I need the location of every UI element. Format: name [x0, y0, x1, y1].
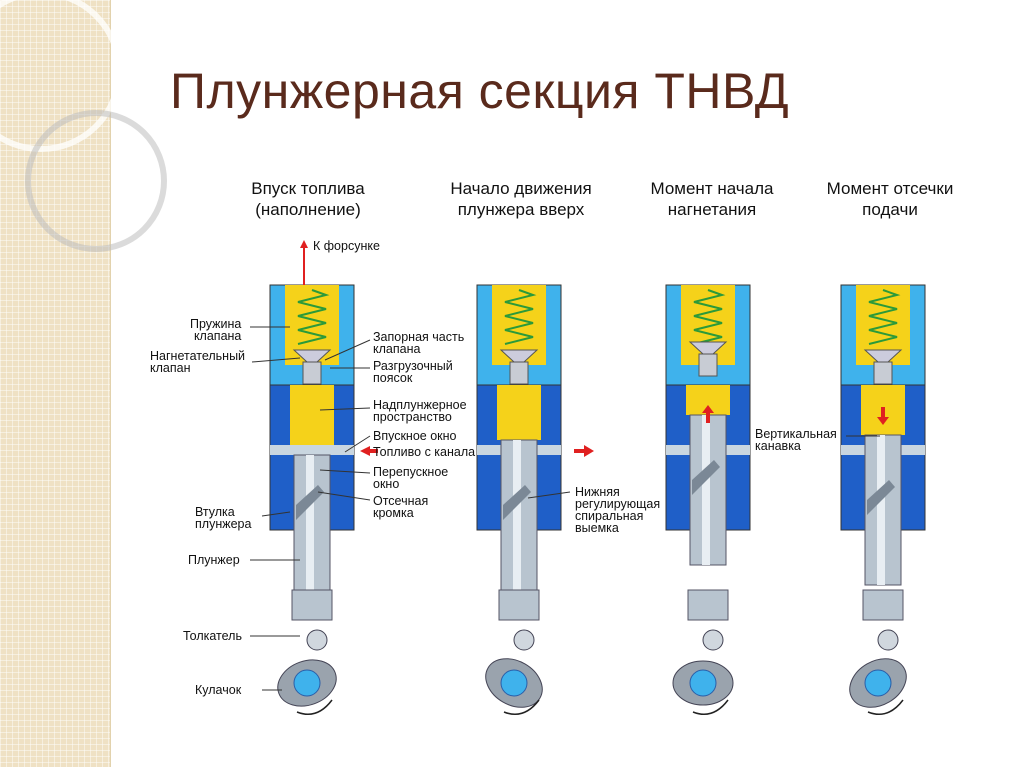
plunger-highlight: [306, 455, 314, 605]
label-to-injector: К форсунке: [313, 239, 380, 253]
valve-spring-icon: [693, 289, 726, 345]
above-plunger-space: [497, 385, 541, 440]
label-delivery-valve: Нагнетательный клапан: [150, 349, 246, 375]
label-cam: Кулачок: [195, 683, 242, 697]
fuel-in-arrow-icon: [360, 446, 378, 456]
helix-groove: [503, 485, 531, 520]
plunger-highlight: [513, 440, 521, 590]
plunger-highlight: [702, 415, 710, 565]
pressure-down-arrow-icon: [877, 407, 889, 425]
pressure-up-arrow-icon: [702, 405, 714, 423]
label-helix: Нижняя регулирующая спиральная выемка: [575, 485, 661, 535]
tappet-roller: [306, 629, 328, 651]
rotation-arrow-icon: [503, 699, 540, 715]
leader-line: [324, 339, 371, 361]
helix-groove: [867, 480, 895, 515]
valve-guide: [698, 353, 718, 377]
valve-spring-icon: [868, 289, 901, 345]
tappet: [291, 589, 333, 621]
leader-line: [319, 469, 371, 474]
leader-line: [319, 407, 371, 411]
valve-spring-icon: [504, 289, 537, 345]
helix-groove: [296, 485, 324, 520]
cam-shaft: [293, 669, 321, 697]
plunger-highlight: [877, 435, 885, 585]
helix-groove: [692, 460, 720, 495]
leader-line: [251, 357, 301, 363]
label-inlet-port: Впускное окно: [373, 429, 457, 443]
label-plunger-sleeve: Втулка плунжера: [195, 505, 252, 531]
label-vertical-groove: Вертикальная канавка: [755, 427, 837, 453]
cam-shaft: [864, 669, 892, 697]
label-valve-spring: Пружина клапана: [190, 317, 242, 343]
valve-guide: [873, 361, 893, 385]
cam-shaft: [689, 669, 717, 697]
column-heading-upstroke: Начало движения плунжера вверх: [450, 179, 592, 219]
above-plunger-space: [290, 385, 334, 455]
valve-guide: [302, 361, 322, 385]
column-heading-delivery-start: Момент начала нагнетания: [650, 179, 774, 219]
label-plunger: Плунжер: [188, 553, 240, 567]
valve-guide: [509, 361, 529, 385]
slide-title: Плунжерная секция ТНВД: [170, 63, 790, 119]
rotation-arrow-icon: [692, 699, 729, 715]
tappet-roller: [702, 629, 724, 651]
label-relief-collar: Разгрузочный поясок: [373, 359, 453, 385]
inlet-port: [270, 445, 354, 455]
leader-line: [527, 491, 571, 499]
cam-shaft: [500, 669, 528, 697]
tappet: [687, 589, 729, 621]
leader-line: [344, 435, 371, 453]
label-above-plunger: Надплунжерное пространство: [373, 398, 467, 424]
rotation-arrow-icon: [296, 699, 333, 715]
valve-spring-icon: [297, 289, 330, 345]
to-injector-arrowhead-icon: [300, 240, 308, 248]
label-fuel-from-channel: Топливо с канала: [373, 445, 476, 459]
label-bypass-port: Перепускное окно: [373, 465, 449, 491]
label-cutoff-edge: Отсечная кромка: [373, 494, 429, 520]
tappet-roller: [513, 629, 535, 651]
label-tappet: Толкатель: [183, 629, 242, 643]
label-valve-shutoff: Запорная часть клапана: [373, 330, 465, 356]
leader-line: [317, 491, 371, 501]
leader-line: [261, 511, 291, 517]
column-heading-intake: Впуск топлива (наполнение): [251, 179, 365, 219]
fuel-out-arrow-icon: [574, 445, 594, 457]
tappet: [862, 589, 904, 621]
tappet-roller: [877, 629, 899, 651]
decorative-ring: [25, 110, 167, 252]
tappet: [498, 589, 540, 621]
rotation-arrow-icon: [867, 699, 904, 715]
column-heading-cutoff: Момент отсечки подачи: [826, 179, 954, 219]
